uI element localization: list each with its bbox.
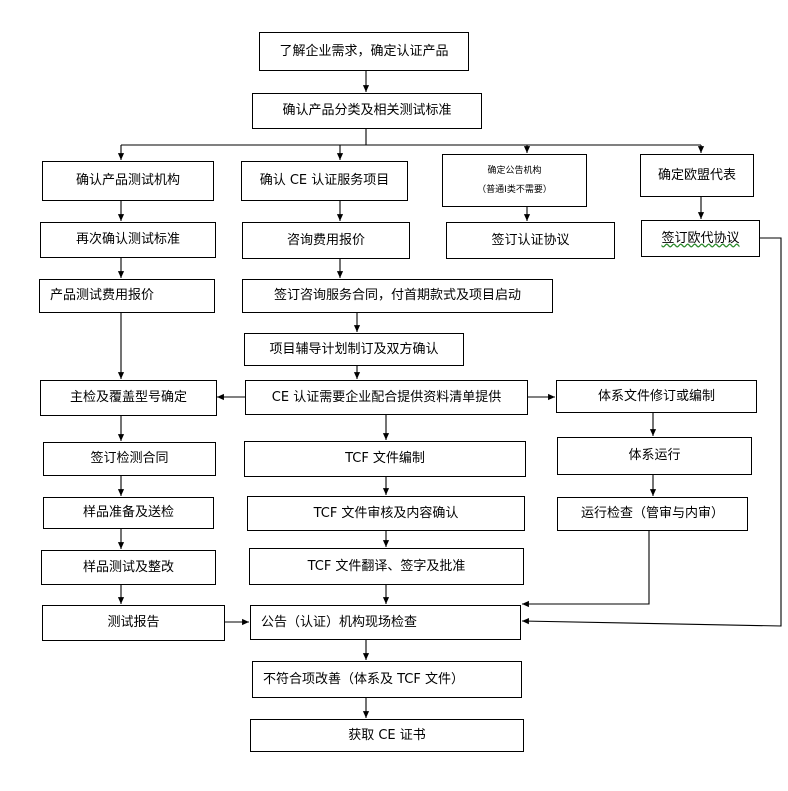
step-sample-test: 样品测试及整改 xyxy=(41,550,216,585)
step-label: 样品准备及送检 xyxy=(82,505,174,521)
step-label: TCF 文件审核及内容确认 xyxy=(313,505,459,521)
step-label: 签订欧代协议 xyxy=(661,230,740,246)
step-label: TCF 文件翻译、签字及批准 xyxy=(307,558,466,574)
step-eu-rep: 确定欧盟代表 xyxy=(640,154,754,197)
step-label: 公告（认证）机构现场检查 xyxy=(261,614,418,630)
step-sign-cert: 签订认证协议 xyxy=(446,222,615,259)
step-tcf-translate: TCF 文件翻译、签字及批准 xyxy=(249,548,524,585)
line-audit-to-onsite xyxy=(522,531,650,608)
step-system-docs: 体系文件修订或编制 xyxy=(556,380,757,413)
step-label: 获取 CE 证书 xyxy=(348,727,426,743)
step-report: 测试报告 xyxy=(42,605,225,641)
step-test-quote: 产品测试费用报价 xyxy=(39,279,215,313)
step-label: TCF 文件编制 xyxy=(345,451,425,467)
step-label: 体系运行 xyxy=(628,448,681,464)
step-samples: 样品准备及送检 xyxy=(43,497,214,529)
step-label: 主检及覆盖型号确定 xyxy=(69,390,187,406)
step-plan: 项目辅导计划制订及双方确认 xyxy=(244,333,464,366)
step-audit-run: 运行检查（管审与内审） xyxy=(557,497,748,531)
step-label: 体系文件修订或编制 xyxy=(597,388,715,404)
step-consult-quote: 咨询费用报价 xyxy=(242,222,410,259)
step-notified-body: 确定公告机构 （普通Ⅰ类不需要） xyxy=(442,154,587,207)
step-models: 主检及覆盖型号确定 xyxy=(40,380,217,416)
step-label: 签订咨询服务合同，付首期款式及项目启动 xyxy=(273,288,521,304)
line-eu-to-onsite xyxy=(521,237,782,627)
step-label: 不符合项改善（体系及 TCF 文件） xyxy=(263,671,464,687)
step-understand: 了解企业需求，确定认证产品 xyxy=(259,32,469,71)
step-label: 确认 CE 认证服务项目 xyxy=(259,173,390,189)
step-label: 再次确认测试标准 xyxy=(75,232,180,248)
step-label: 了解企业需求，确定认证产品 xyxy=(279,43,449,59)
step-recheck-std: 再次确认测试标准 xyxy=(40,222,216,258)
step-label: CE 认证需要企业配合提供资料清单提供 xyxy=(271,389,502,405)
step-label: 签订检测合同 xyxy=(90,451,169,467)
step-sign-test: 签订检测合同 xyxy=(43,442,216,476)
step-label: 项目辅导计划制订及双方确认 xyxy=(269,341,439,357)
step-nonconform: 不符合项改善（体系及 TCF 文件） xyxy=(252,661,522,698)
step-label: 确定欧盟代表 xyxy=(657,167,736,183)
step-label: 产品测试费用报价 xyxy=(50,288,155,304)
step-label: 签订认证协议 xyxy=(491,232,570,248)
step-label: 确认产品分类及相关测试标准 xyxy=(282,103,452,119)
step-run-system: 体系运行 xyxy=(557,437,752,475)
step-tcf-review: TCF 文件审核及内容确认 xyxy=(247,496,525,531)
step-ce-items: 确认 CE 认证服务项目 xyxy=(241,161,408,201)
step-label: 样品测试及整改 xyxy=(82,559,174,575)
step-label: 咨询费用报价 xyxy=(286,232,365,248)
step-label: 确定公告机构 xyxy=(487,165,542,176)
step-label: 运行检查（管审与内审） xyxy=(580,506,724,522)
step-onsite: 公告（认证）机构现场检查 xyxy=(250,605,521,640)
step-lab: 确认产品测试机构 xyxy=(42,161,214,201)
step-sign-consult: 签订咨询服务合同，付首期款式及项目启动 xyxy=(242,279,553,313)
step-label: 测试报告 xyxy=(107,615,160,631)
step-label: 确认产品测试机构 xyxy=(75,173,180,189)
step-tcf-edit: TCF 文件编制 xyxy=(244,441,526,477)
step-certificate: 获取 CE 证书 xyxy=(250,719,524,752)
step-doc-list: CE 认证需要企业配合提供资料清单提供 xyxy=(245,380,528,415)
step-sign-eu: 签订欧代协议 xyxy=(641,220,760,257)
step-note: （普通Ⅰ类不需要） xyxy=(477,184,552,195)
step-classify: 确认产品分类及相关测试标准 xyxy=(252,93,482,129)
